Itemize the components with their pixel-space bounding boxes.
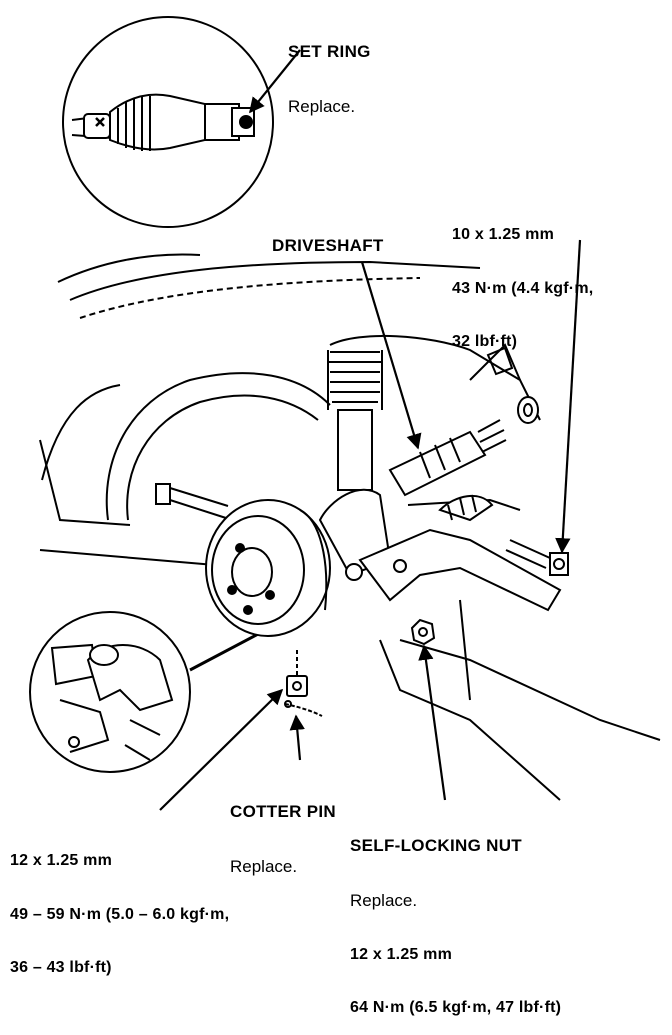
set-ring-label: SET RING <box>288 41 371 61</box>
flange-bolt-arrow <box>555 239 582 554</box>
castle-nut-callout: 12 x 1.25 mm 49 – 59 N·m (5.0 – 6.0 kgf·… <box>10 816 229 995</box>
suspension-diagram <box>29 16 661 811</box>
cotter-pin-label: COTTER PIN <box>230 801 336 821</box>
self-locking-nut-arrow <box>418 644 447 801</box>
flange-bolt-torque-2: 32 lbf·ft) <box>452 333 518 351</box>
brake-rotor <box>205 499 331 637</box>
fender-outline <box>39 253 661 801</box>
castle-nut-torque-1: 49 – 59 N·m (5.0 – 6.0 kgf·m, <box>10 905 230 923</box>
self-locking-nut-size: 12 x 1.25 mm <box>350 945 453 963</box>
castle-nut-arrow <box>159 688 284 811</box>
self-locking-nut-part <box>410 618 436 646</box>
self-locking-nut-torque: 64 N·m (6.5 kgf·m, 47 lbf·ft) <box>350 999 562 1017</box>
cotter-pin-callout: COTTER PIN Replace. <box>230 766 336 894</box>
self-locking-nut-note: Replace. <box>350 890 418 910</box>
driveshaft-label: DRIVESHAFT <box>272 236 384 255</box>
castle-nut-detail <box>29 611 263 773</box>
leader-lines <box>159 49 582 811</box>
driveshaft-drawing <box>388 396 539 511</box>
cotter-pin-note: Replace. <box>230 856 298 876</box>
cotter-pin-part <box>284 700 323 717</box>
set-ring-detail <box>62 16 274 228</box>
set-ring-note: Replace. <box>288 96 356 116</box>
flange-bolt-torque-1: 43 N·m (4.4 kgf·m, <box>452 279 594 297</box>
castle-nut-part <box>286 650 308 697</box>
flange-bolt-size: 10 x 1.25 mm <box>452 225 555 243</box>
self-locking-nut-callout: SELF-LOCKING NUT Replace. 12 x 1.25 mm 6… <box>350 800 561 1035</box>
driveshaft-arrow <box>360 261 422 450</box>
set-ring-callout: SET RING Replace. <box>288 6 371 134</box>
castle-nut-torque-2: 36 – 43 lbf·ft) <box>10 959 112 977</box>
castle-nut-size: 12 x 1.25 mm <box>10 851 113 869</box>
strut-assembly <box>318 350 392 577</box>
cotter-pin-arrow <box>289 714 305 761</box>
lower-arm <box>345 494 562 612</box>
self-locking-nut-label: SELF-LOCKING NUT <box>350 835 522 855</box>
flange-bolt-callout: 10 x 1.25 mm 43 N·m (4.4 kgf·m, 32 lbf·f… <box>452 190 593 369</box>
knuckle-bolt <box>155 483 229 519</box>
set-ring-arrow <box>249 49 301 114</box>
